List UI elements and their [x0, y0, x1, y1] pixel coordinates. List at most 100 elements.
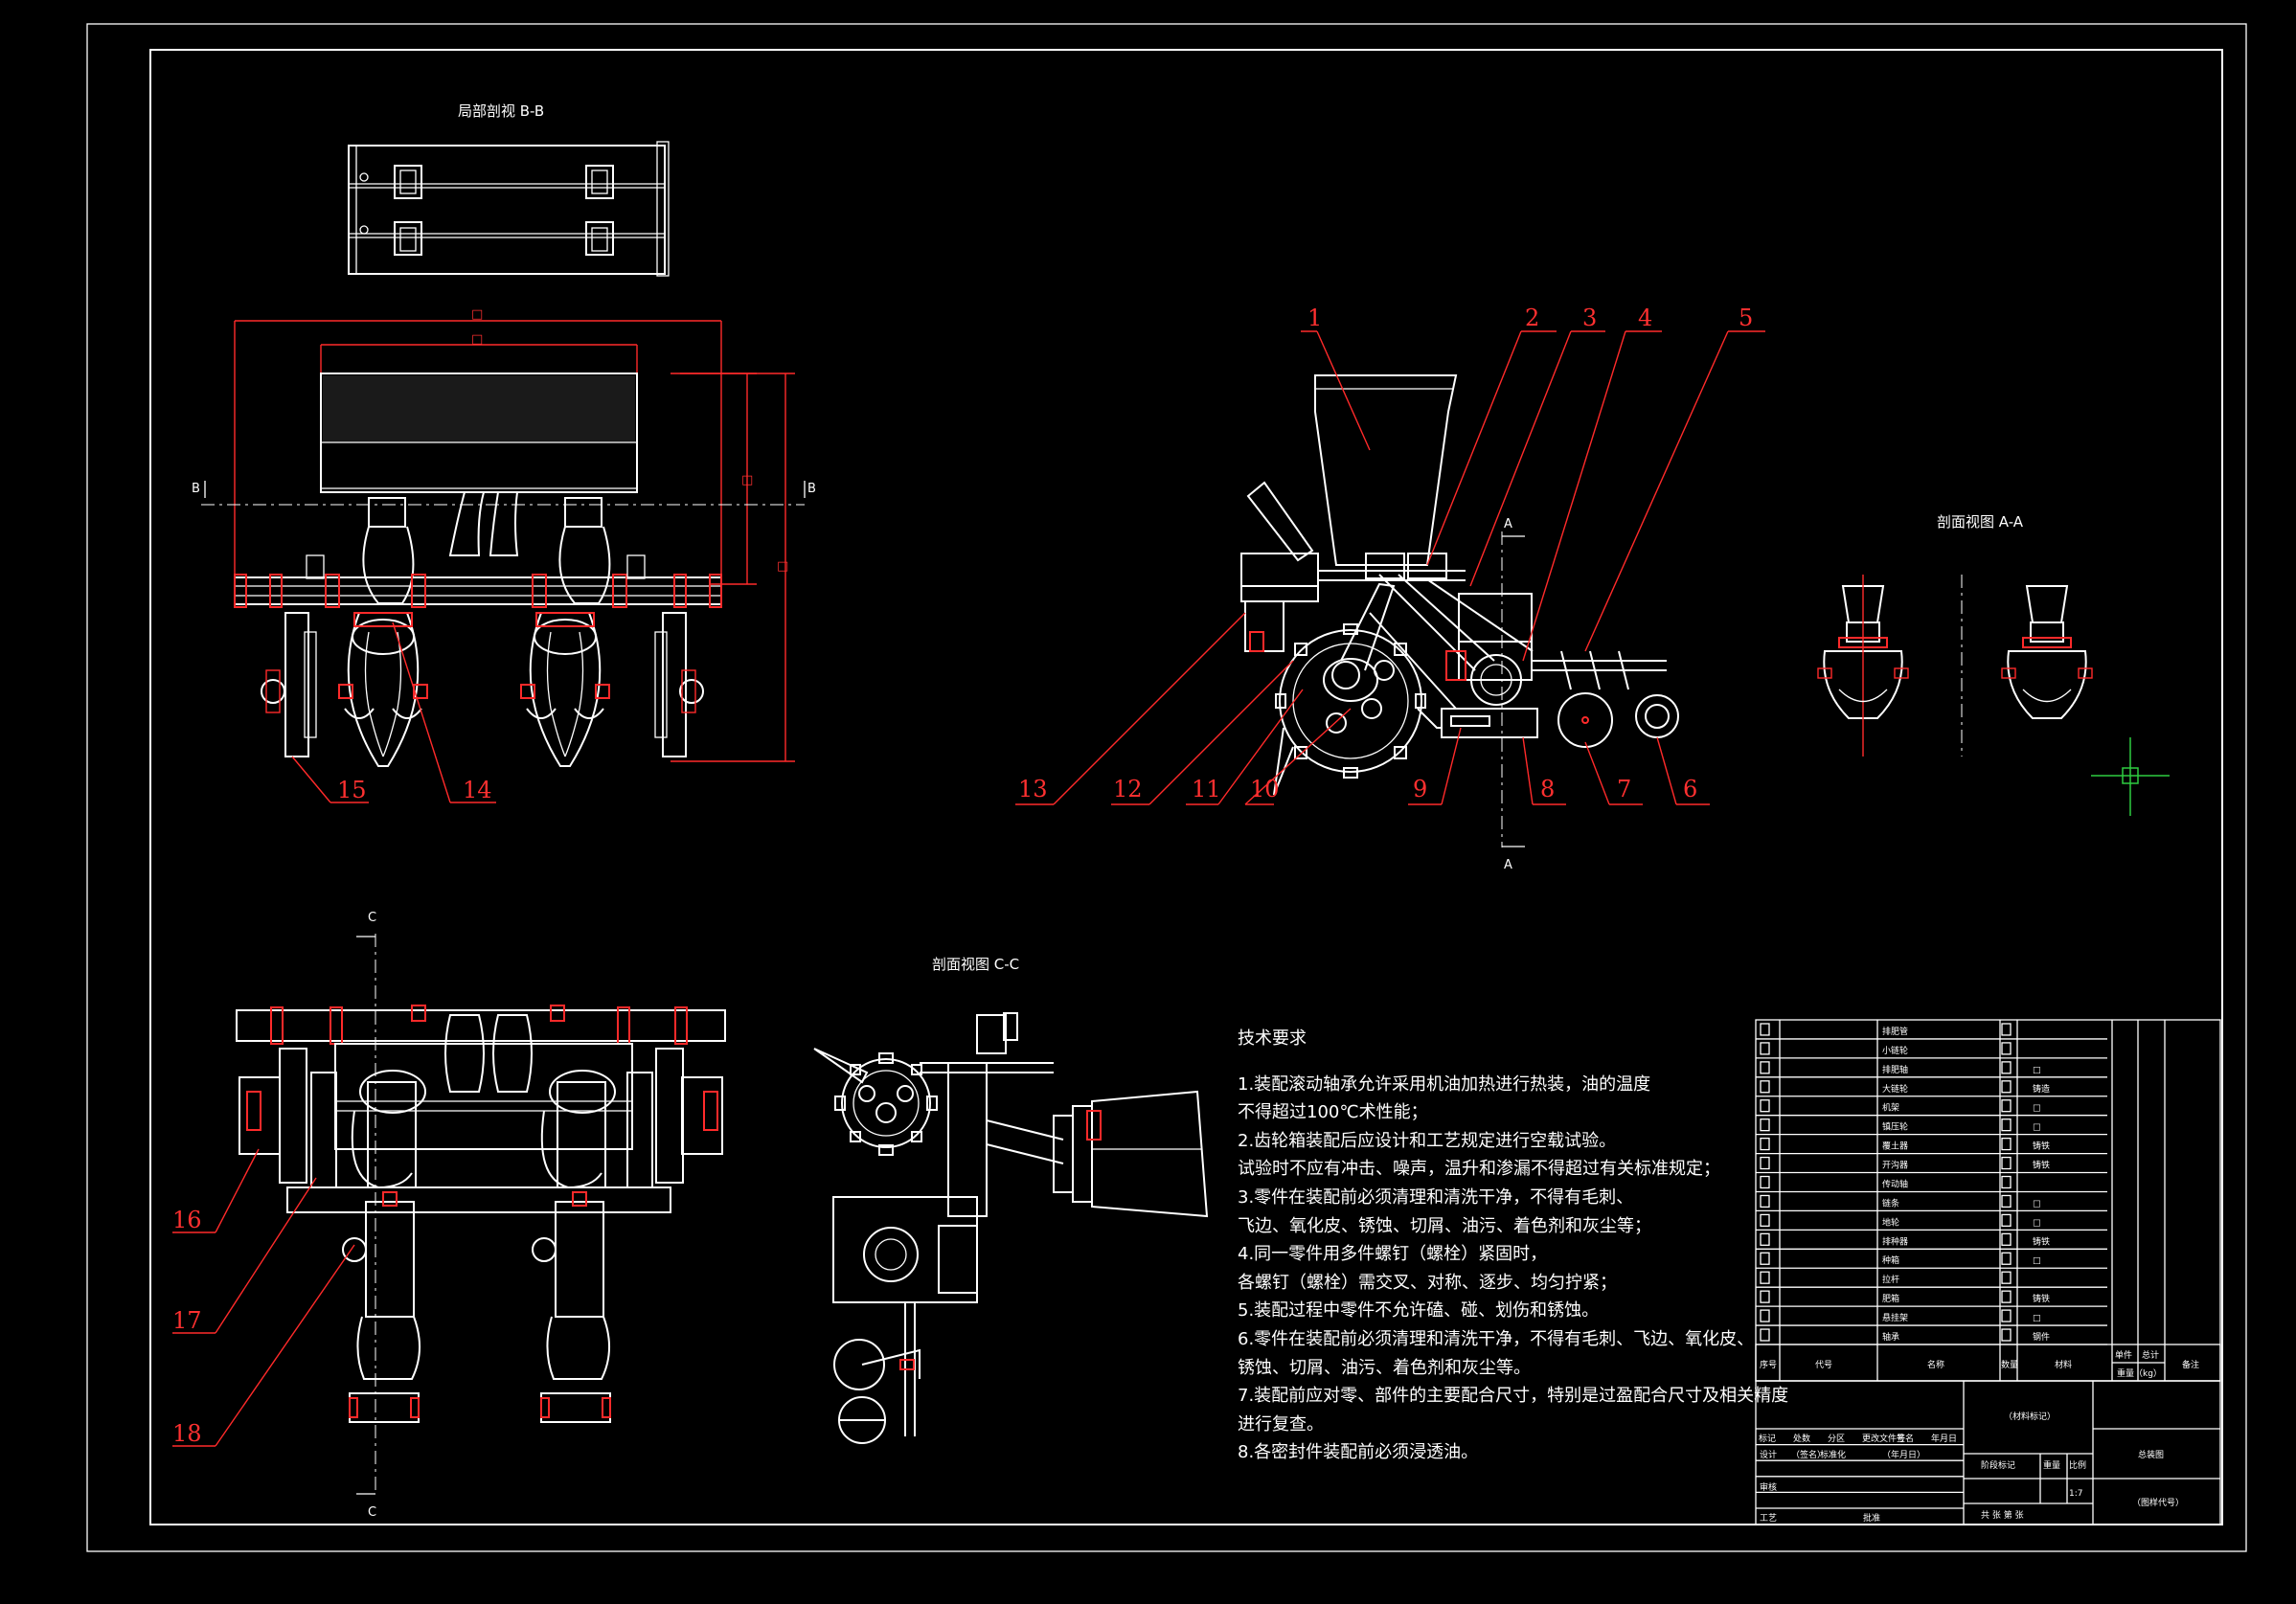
parts-row-material: 钢件: [2033, 1331, 2050, 1343]
parts-row: 拉杆: [1756, 1271, 2107, 1288]
tech-line: 3.零件在装配前必须清理和清洗干净，不得有毛刺、: [1238, 1186, 1634, 1208]
parts-row-name: 机架: [1882, 1102, 1899, 1114]
parts-row: 镇压轮□: [1756, 1118, 2107, 1136]
parts-row: 地轮 □: [1756, 1213, 2107, 1231]
qty-box: [2001, 1213, 2012, 1228]
view-label-cc: 剖面视图 C-C: [932, 956, 1019, 973]
seq-box: [1760, 1252, 1770, 1265]
tb-design: 设计: [1760, 1449, 1777, 1460]
seq-box: [1760, 1099, 1770, 1113]
section-marker-c-top: C: [368, 911, 376, 925]
qty-box: [2001, 1023, 2012, 1036]
section-marker-b-right: B: [807, 482, 816, 496]
seq-box: [1760, 1137, 1770, 1151]
seq-box: [1760, 1328, 1770, 1342]
tb-approve: 批准: [1863, 1512, 1880, 1524]
tech-line: 不得超过100℃术性能；: [1238, 1102, 1428, 1123]
tb-ratio: 比例: [2069, 1459, 2086, 1471]
tb-row-label: 签名: [1897, 1433, 1914, 1444]
tb-scale: 1:7: [2069, 1489, 2082, 1499]
tech-line: 6.零件在装配前必须清理和清洗干净，不得有毛刺、飞边、氧化皮、: [1238, 1328, 1755, 1349]
part-label-8: 8: [1540, 776, 1555, 802]
parts-row-material: □: [2033, 1104, 2041, 1114]
qty-box: [2001, 1137, 2012, 1151]
tb-signature: （签名）: [1791, 1449, 1826, 1460]
section-marker-b-left: B: [192, 482, 200, 496]
qty-box: [2001, 1328, 2012, 1342]
tb-material-mark: （材料标记）: [2004, 1411, 2056, 1422]
section-marker-c-bottom: C: [368, 1505, 376, 1520]
tb-review: 审核: [1760, 1481, 1777, 1493]
part-label-9: 9: [1413, 776, 1427, 802]
hdr-material: 材料: [2055, 1359, 2072, 1370]
seq-box: [1760, 1213, 1770, 1228]
parts-list-table: 排肥管小链轮排肥轴□大链轮铸造机架□镇压轮□覆土器铸铁开沟器铸铁传动轴链条□地轮…: [1755, 1019, 2221, 1525]
tech-line: 进行复查。: [1238, 1413, 1324, 1435]
parts-row: 排种器铸铁: [1756, 1232, 2107, 1250]
qty-box: [2001, 1309, 2012, 1322]
tb-sheets: 共 张 第 张: [1981, 1509, 2024, 1521]
parts-row-material: □: [2033, 1218, 2041, 1228]
hdr-seq: 序号: [1760, 1359, 1777, 1370]
seq-box: [1760, 1080, 1770, 1094]
parts-row-name: 大链轮: [1882, 1083, 1908, 1095]
tech-line: 1.装配滚动轴承允许采用机油加热进行热装，油的温度: [1238, 1073, 1651, 1095]
part-label-18: 18: [172, 1420, 202, 1447]
parts-row-name: 小链轮: [1882, 1045, 1908, 1056]
parts-row-material: 铸铁: [2033, 1293, 2050, 1304]
dim-mark-2: □: [471, 332, 483, 347]
tb-row-label: 处数: [1793, 1433, 1810, 1444]
parts-row: 机架 □: [1756, 1099, 2107, 1117]
tb-date: （年月日）: [1882, 1449, 1925, 1460]
tb-row-label: 分区: [1828, 1434, 1845, 1444]
tech-line: 7.装配前应对零、部件的主要配合尺寸，特别是过盈配合尺寸及相关精度: [1238, 1386, 1789, 1407]
tech-line: 5.装配过程中零件不允许磕、碰、划伤和锈蚀。: [1238, 1300, 1600, 1322]
tech-line: 试验时不应有冲击、噪声，温升和渗漏不得超过有关标准规定；: [1238, 1159, 1720, 1180]
qty-box: [2001, 1118, 2012, 1132]
top-view: C C: [172, 911, 726, 1520]
dim-mark-1: □: [471, 307, 483, 322]
tb-drawing-no: （图样代号）: [2132, 1497, 2184, 1508]
parts-row-material: □: [2033, 1314, 2041, 1323]
parts-row-name: 种箱: [1882, 1254, 1899, 1266]
tech-line: 各螺钉（螺栓）需交叉、对称、逐步、均匀拧紧；: [1238, 1272, 1617, 1293]
hdr-unit: 单件: [2115, 1349, 2132, 1361]
parts-row-material: □: [2033, 1199, 2041, 1209]
parts-row-name: 拉杆: [1882, 1274, 1899, 1285]
parts-row: 覆土器 铸铁: [1756, 1137, 2107, 1155]
parts-row-name: 排肥管: [1882, 1026, 1908, 1037]
tech-line: 8.各密封件装配前必须浸透油。: [1238, 1442, 1479, 1463]
part-label-16: 16: [172, 1207, 202, 1233]
part-label-6: 6: [1683, 776, 1697, 802]
tech-title: 技术要求: [1238, 1028, 1307, 1049]
tech-line: 2.齿轮箱装配后应设计和工艺规定进行空载试验。: [1238, 1130, 1617, 1151]
parts-row-name: 覆土器: [1882, 1141, 1908, 1152]
qty-box: [2001, 1271, 2012, 1284]
inner-border: [149, 49, 2223, 1525]
parts-row: 种箱□: [1756, 1252, 2107, 1269]
part-label-15: 15: [337, 777, 367, 803]
hdr-weight: 重量（kg）: [2117, 1367, 2162, 1379]
part-label-14: 14: [463, 777, 492, 803]
seq-box: [1760, 1271, 1770, 1284]
parts-row-name: 轴承: [1882, 1331, 1899, 1343]
tech-line: 飞边、氧化皮、锈蚀、切屑、油污、着色剂和灰尘等；: [1238, 1215, 1651, 1236]
qty-box: [2001, 1232, 2012, 1246]
part-label-13: 13: [1018, 776, 1048, 802]
part-label-12: 12: [1113, 776, 1143, 802]
parts-row-name: 地轮: [1882, 1216, 1899, 1228]
parts-row-name: 传动轴: [1882, 1178, 1908, 1189]
tb-weight: 重量: [2043, 1459, 2060, 1471]
parts-row-name: 开沟器: [1882, 1160, 1908, 1171]
seq-box: [1760, 1309, 1770, 1322]
section-marker-a-bottom: A: [1504, 858, 1512, 872]
hdr-name: 名称: [1927, 1359, 1944, 1370]
qty-box: [2001, 1042, 2012, 1055]
parts-row: 大链轮铸造: [1756, 1080, 2107, 1097]
hdr-remark: 备注: [2182, 1359, 2199, 1370]
seq-box: [1760, 1175, 1770, 1189]
parts-row: 肥箱铸铁: [1756, 1290, 2107, 1307]
parts-row-material: 铸铁: [2033, 1141, 2050, 1152]
tech-lines: 1.装配滚动轴承允许采用机油加热进行热装，油的温度不得超过100℃术性能； 2.齿…: [1238, 1071, 1789, 1467]
